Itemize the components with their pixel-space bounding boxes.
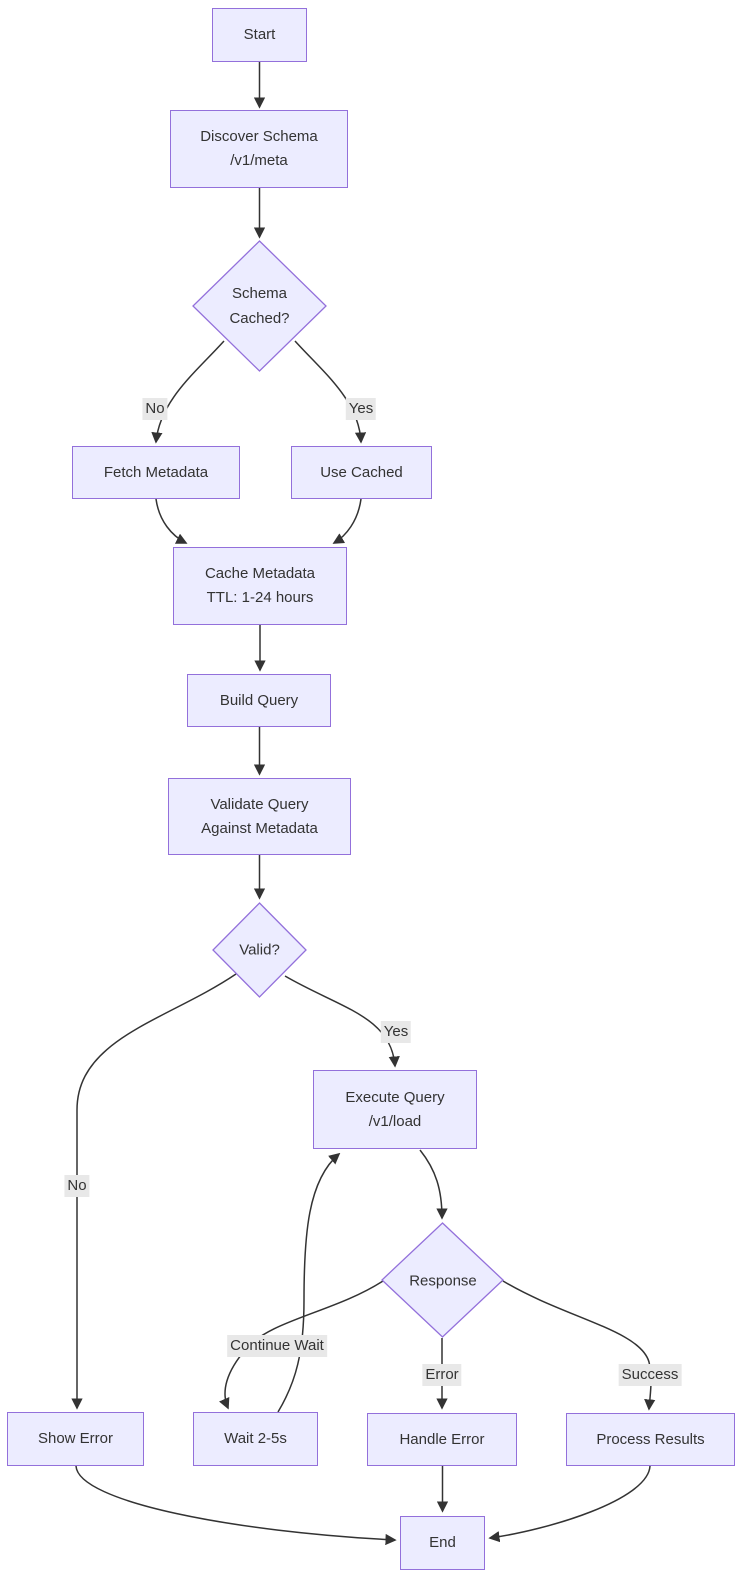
edge-process-results-end <box>488 1465 651 1543</box>
node-validate-query-line1: Validate Query <box>210 795 309 813</box>
node-process-results: Process Results <box>566 1413 735 1466</box>
node-schema-cached: Schema Cached? <box>229 281 289 331</box>
node-cache-metadata-line1: Cache Metadata <box>204 565 316 582</box>
edge-valid-execute <box>284 975 400 1068</box>
node-schema-cached-line1: Schema <box>231 285 288 302</box>
edge-schema-cached-use-cached <box>294 340 367 444</box>
node-cache-metadata: Cache Metadata TTL: 1-24 hours <box>173 547 347 625</box>
node-execute-query: Execute Query /v1/load <box>313 1070 477 1149</box>
node-wait: Wait 2-5s <box>193 1412 318 1466</box>
node-discover-schema-line1: Discover Schema <box>200 128 318 145</box>
node-show-error-label: Show Error <box>37 1430 114 1447</box>
edge-use-cached-cache <box>332 498 362 544</box>
node-use-cached: Use Cached <box>291 446 432 499</box>
node-response-label: Response <box>409 1272 477 1290</box>
node-discover-schema: Discover Schema /v1/meta <box>170 110 348 188</box>
node-start-label: Start <box>243 26 276 43</box>
valid-diamond-shape <box>212 902 307 998</box>
node-response: Response <box>409 1269 477 1294</box>
edge-show-error-end <box>75 1465 397 1546</box>
edge-label-success: Success <box>618 1364 682 1386</box>
edge-label-yes-valid: Yes <box>380 1021 412 1043</box>
node-validate-query: Validate Query Against Metadata <box>168 778 351 855</box>
node-fetch-metadata: Fetch Metadata <box>72 446 240 499</box>
edge-schema-cached-fetch <box>151 340 225 444</box>
edge-label-no-valid: No <box>64 1175 90 1197</box>
node-validate-query-line2: Against Metadata <box>201 819 318 837</box>
node-handle-error: Handle Error <box>367 1413 517 1466</box>
node-valid: Valid? <box>239 938 280 963</box>
node-build-query: Build Query <box>187 674 331 727</box>
node-execute-query-line1: Execute Query <box>345 1088 445 1106</box>
schema-cached-diamond-shape <box>192 240 327 372</box>
node-start: Start <box>212 8 307 62</box>
node-process-results-label: Process Results <box>596 1430 705 1448</box>
node-fetch-metadata-label: Fetch Metadata <box>103 463 209 481</box>
edge-wait-execute <box>277 1152 341 1413</box>
edge-label-continue-wait: Continue Wait <box>227 1335 327 1357</box>
response-diamond-shape <box>381 1222 504 1338</box>
node-show-error: Show Error <box>7 1412 144 1466</box>
node-schema-cached-line2: Cached? <box>229 310 290 327</box>
node-handle-error-label: Handle Error <box>399 1430 485 1448</box>
edge-response-process-results <box>502 1280 656 1411</box>
node-build-query-label: Build Query <box>219 691 299 709</box>
edge-label-no-schema-cached: No <box>142 398 168 420</box>
edge-execute-response <box>419 1149 448 1220</box>
node-use-cached-label: Use Cached <box>320 463 403 481</box>
node-wait-label: Wait 2-5s <box>224 1430 287 1447</box>
node-execute-query-line2: /v1/load <box>368 1112 422 1130</box>
node-end: End <box>400 1516 485 1570</box>
edge-fetch-cache <box>155 498 188 544</box>
edge-label-error: Error <box>422 1364 462 1386</box>
node-discover-schema-line2: /v1/meta <box>230 152 288 169</box>
edge-label-yes-schema-cached: Yes <box>345 398 377 420</box>
edge-valid-show-error <box>71 973 237 1410</box>
node-cache-metadata-line2: TTL: 1-24 hours <box>206 589 314 606</box>
node-valid-label: Valid? <box>239 941 280 959</box>
node-end-label: End <box>429 1534 456 1551</box>
